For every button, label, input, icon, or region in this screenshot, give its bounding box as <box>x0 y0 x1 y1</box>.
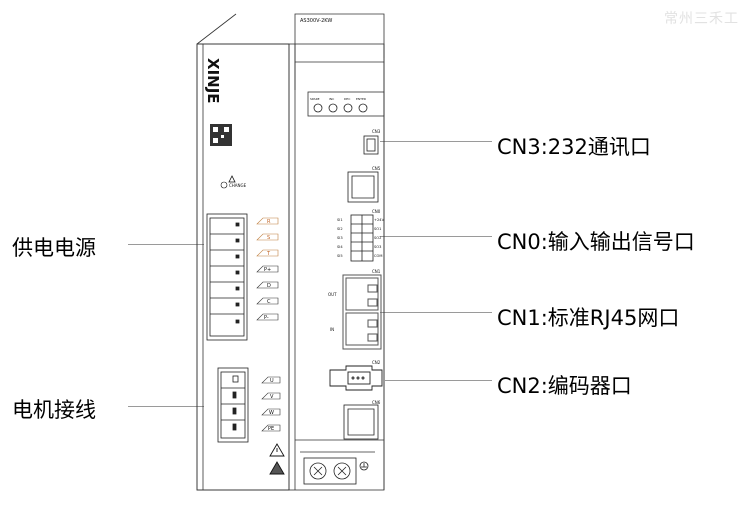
key-spare <box>313 103 323 113</box>
tag-v: V <box>270 394 274 400</box>
tag-s: S <box>267 235 270 241</box>
tag-t: T <box>266 251 271 257</box>
brand-logo: XINJE <box>204 58 222 104</box>
motor-terminal-block <box>217 367 249 443</box>
key-label-inc: INC <box>329 97 334 101</box>
io-24v: +24V <box>374 218 385 222</box>
leader-line-cn0 <box>380 236 492 237</box>
io-so2: SO2 <box>374 236 381 240</box>
cn6-tag: CN6 <box>372 400 381 405</box>
io-si4: SI4 <box>337 245 343 249</box>
power-terminal-block <box>206 213 248 341</box>
label-cn1: CN1:标准RJ45网口 <box>497 306 680 330</box>
drive-housing <box>196 43 385 491</box>
key-label-enter: ENTER <box>356 97 366 101</box>
motor-terminal-tags: U V W PE <box>261 376 281 432</box>
cn3-tag: CN3 <box>372 129 381 134</box>
leader-line-cn2 <box>385 380 492 381</box>
io-com: COM <box>374 254 382 258</box>
cn5-tag: CN5 <box>372 166 381 171</box>
cn2-tag: CN2 <box>372 360 381 365</box>
key-label-spare: SPARE <box>310 97 320 101</box>
electric-hazard-icon <box>269 461 285 475</box>
io-si2: SI2 <box>337 227 343 231</box>
io-so1: SO1 <box>374 227 381 231</box>
cn6-port <box>343 404 379 440</box>
front-panel <box>196 43 290 491</box>
cert-text: CHANGE <box>229 183 247 188</box>
tag-p-plus: P+ <box>264 267 271 273</box>
io-si5: SI5 <box>337 254 343 258</box>
label-cn2: CN2:编码器口 <box>497 374 632 398</box>
model-text: AS300V-2KW <box>300 18 332 24</box>
cn1-in-tag: IN <box>330 327 334 332</box>
cert-icon <box>220 181 228 189</box>
tag-pe: PE <box>268 426 274 432</box>
leader-line-power <box>128 244 204 245</box>
label-cn3: CN3:232通讯口 <box>497 135 651 159</box>
cn3-port <box>363 135 379 155</box>
label-cn0: CN0:输入输出信号口 <box>497 230 695 254</box>
keypad-panel <box>307 91 385 117</box>
tag-u: U <box>270 378 274 384</box>
cn1-port <box>342 274 382 350</box>
io-so3: SO3 <box>374 245 381 249</box>
power-terminal-tags: R S T P+ D C P- <box>256 217 279 321</box>
label-power-supply: 供电电源 <box>12 236 96 260</box>
keypad <box>313 103 368 113</box>
key-inc <box>328 103 338 113</box>
tag-w: W <box>269 410 274 416</box>
cn5-port <box>347 171 379 203</box>
tag-p-minus: P- <box>264 315 269 321</box>
tag-d: D <box>267 283 271 289</box>
ground-screws <box>303 457 357 485</box>
label-motor-wiring: 电机接线 <box>12 398 96 422</box>
leader-line-cn3 <box>380 141 492 142</box>
cn1-out-tag: OUT <box>328 292 337 297</box>
warning-icon-small <box>228 175 236 183</box>
cn2-port <box>329 365 383 391</box>
cn0-tag: CN0 <box>372 209 381 214</box>
leader-line-cn1 <box>380 312 492 313</box>
ground-icon <box>359 461 369 471</box>
tag-r: R <box>267 219 271 225</box>
cn0-port <box>350 214 374 262</box>
qr-code <box>210 124 232 146</box>
warning-icon <box>269 443 285 457</box>
tag-c: C <box>267 299 271 305</box>
key-dec <box>343 103 353 113</box>
io-si1: SI1 <box>337 218 343 222</box>
cn1-tag: CN1 <box>372 269 381 274</box>
leader-line-motor <box>128 406 204 407</box>
watermark: 常州三禾工 <box>664 11 739 27</box>
io-si3: SI3 <box>337 236 343 240</box>
key-enter <box>358 103 368 113</box>
key-label-dec: DEC <box>344 97 350 101</box>
